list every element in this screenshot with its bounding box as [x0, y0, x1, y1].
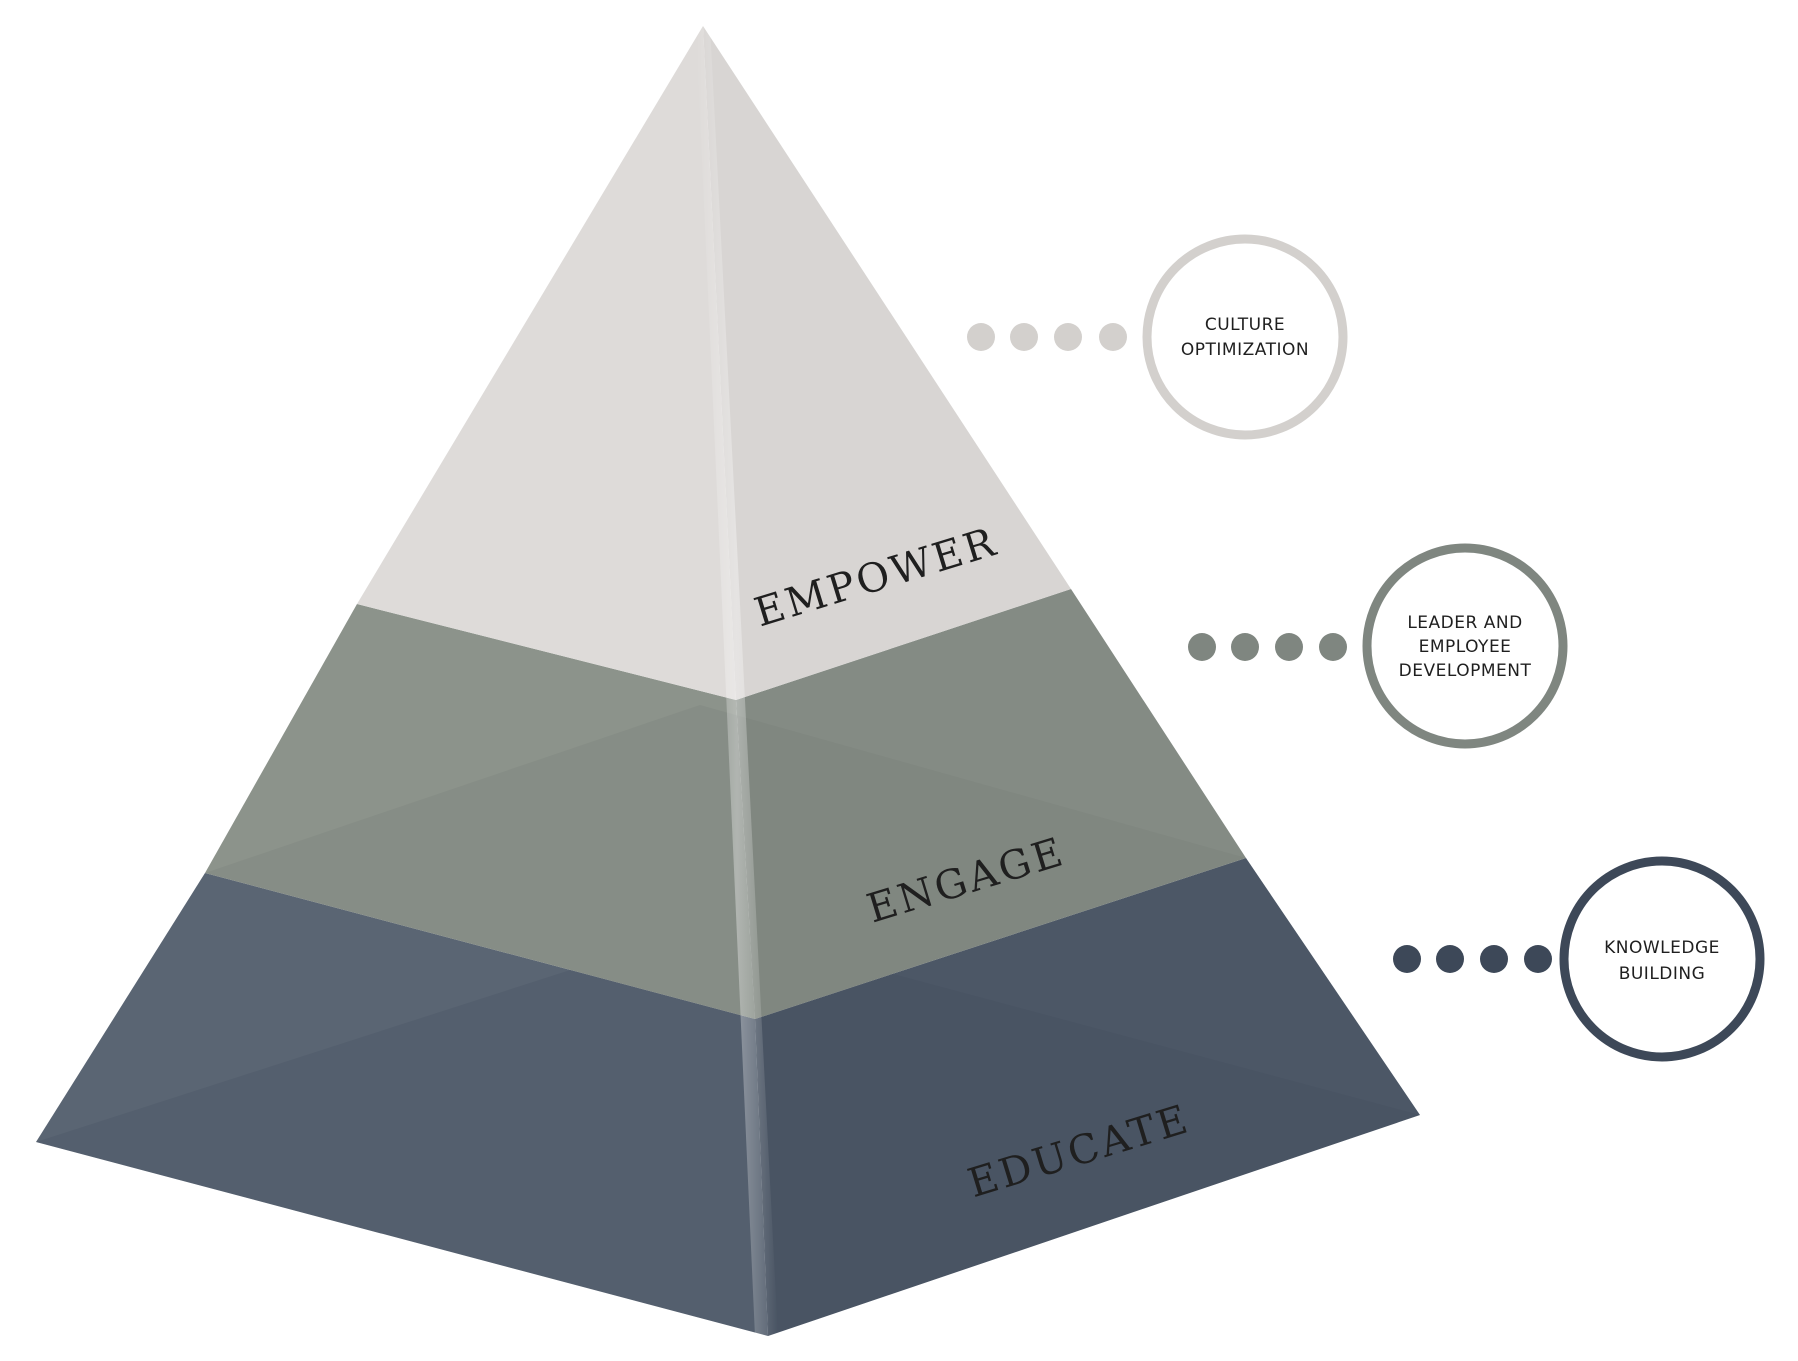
pyramid-ridge-highlight: [696, 26, 778, 1336]
tier-educate-left-face: [36, 873, 768, 1336]
connector-dot: [1524, 945, 1552, 973]
connector-dot: [1275, 633, 1303, 661]
callout-text-line: CULTURE: [1205, 315, 1285, 335]
connector-dot: [1480, 945, 1508, 973]
connector-dot: [1188, 633, 1216, 661]
callout-ring: [1559, 856, 1765, 1062]
connector-dot: [1436, 945, 1464, 973]
callout-knowledge-building: KNOWLEDGE BUILDING: [1393, 856, 1765, 1062]
connector-dot: [967, 323, 995, 351]
connector-dot: [1099, 323, 1127, 351]
tier-empower: [357, 26, 1071, 700]
callout-text-line: DEVELOPMENT: [1399, 661, 1532, 681]
tier-educate-inner-shade: [36, 925, 1420, 1336]
callout-text-line: EMPLOYEE: [1419, 637, 1512, 657]
connector-dot: [1319, 633, 1347, 661]
tier-empower-left-face: [357, 26, 736, 700]
callout-culture-optimization: CULTURE OPTIMIZATION: [967, 234, 1348, 440]
connector-dot: [1393, 945, 1421, 973]
tier-engage-left-face: [205, 604, 755, 1019]
tier-educate-right-face: [755, 858, 1420, 1336]
connector-dot: [1231, 633, 1259, 661]
tier-engage-right-face: [736, 589, 1246, 1019]
callout-text-line: OPTIMIZATION: [1181, 340, 1309, 360]
callout-text-line: BUILDING: [1619, 964, 1706, 984]
callout-text-line: LEADER AND: [1407, 613, 1522, 633]
callout-ring: [1142, 234, 1348, 440]
tier-educate: [36, 858, 1420, 1336]
tier-engage-inner-shade: [205, 705, 1246, 1019]
callout-text-line: KNOWLEDGE: [1604, 938, 1720, 958]
tier-engage: [205, 589, 1246, 1019]
connector-dot: [1010, 323, 1038, 351]
callout-ring: [1362, 543, 1568, 749]
tier-empower-right-face: [703, 26, 1071, 700]
callout-leader-employee-development: LEADER AND EMPLOYEE DEVELOPMENT: [1188, 543, 1568, 749]
connector-dot: [1054, 323, 1082, 351]
